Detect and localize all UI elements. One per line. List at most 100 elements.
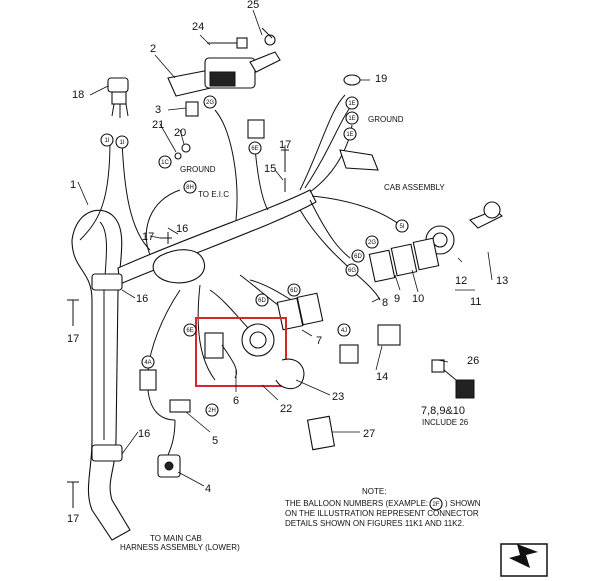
- note-line2: ON THE ILLUSTRATION REPRESENT CONNECTOR: [285, 509, 479, 518]
- label-25: 25: [247, 0, 259, 11]
- balloon-6d-c: 6D: [255, 293, 269, 307]
- note-line1-post: ) SHOWN: [445, 499, 481, 508]
- cover-27: [306, 415, 336, 451]
- ignition-switch-6: [204, 323, 275, 379]
- highlight-box: [195, 317, 287, 387]
- relay-14: [339, 324, 401, 364]
- connector-3: [185, 101, 199, 117]
- balloon-1e-a: 1E: [345, 96, 359, 110]
- label-11: 11: [470, 296, 481, 308]
- label-10: 10: [412, 293, 424, 305]
- label-17-mid: 17: [67, 333, 79, 345]
- balloon-2g-b: 2G: [365, 235, 379, 249]
- svg-text:1I: 1I: [104, 138, 109, 144]
- note-line1-pre: THE BALLOON NUMBERS (EXAMPLE:: [285, 499, 428, 508]
- screw-17-upper: [281, 149, 289, 172]
- clip-25: [261, 27, 276, 46]
- svg-text:2F: 2F: [432, 502, 439, 508]
- label-to-main-cab-2: HARNESS ASSEMBLY (LOWER): [120, 543, 240, 552]
- label-1: 1: [70, 179, 76, 191]
- label-2: 2: [150, 43, 156, 55]
- connector-balloons: 1I 1I 1C 8H 2G 1E 1E 1E 6E 5I 2G 6D 6G 4…: [100, 95, 443, 511]
- main-harness-tube: [71, 189, 317, 541]
- balloon-1c: 1C: [158, 155, 172, 169]
- label-20: 20: [174, 127, 186, 139]
- key-switch: [425, 201, 503, 255]
- balloon-2f: 2F: [429, 497, 443, 511]
- next-page-icon[interactable]: [500, 543, 548, 577]
- label-16-mid: 16: [136, 293, 148, 305]
- clip-16-a: [91, 273, 123, 291]
- label-17-bottom: 17: [67, 513, 79, 525]
- screw-17-mid: [67, 299, 79, 326]
- label-7-8-9-10: 7,8,9&10: [421, 405, 465, 417]
- balloon-1i-b: 1I: [115, 135, 129, 149]
- label-17-left: 17: [142, 231, 154, 243]
- label-cab-assembly: CAB ASSEMBLY: [384, 183, 445, 192]
- svg-text:6E: 6E: [251, 146, 258, 152]
- connector-4a: [139, 369, 157, 391]
- svg-text:2G: 2G: [368, 240, 376, 246]
- label-26: 26: [467, 355, 479, 367]
- connector-5: [169, 399, 191, 413]
- svg-text:2H: 2H: [208, 408, 216, 414]
- label-9: 9: [394, 293, 400, 305]
- connector-4: [157, 454, 181, 478]
- svg-text:1E: 1E: [348, 116, 355, 122]
- svg-text:6D: 6D: [290, 288, 298, 294]
- balloon-4j: 4J: [337, 323, 351, 337]
- ground-screw-20: [181, 143, 191, 153]
- svg-text:6D: 6D: [354, 254, 362, 260]
- svg-text:6E: 6E: [186, 328, 193, 334]
- label-13: 13: [496, 275, 508, 287]
- label-ground-top: GROUND: [368, 115, 404, 124]
- balloon-6e-b: 6E: [183, 323, 197, 337]
- balloon-2h: 2H: [205, 403, 219, 417]
- balloon-6d: 6D: [351, 249, 365, 263]
- multifunction-switch: [167, 51, 281, 97]
- label-21: 21: [152, 119, 164, 131]
- balloon-1e-c: 1E: [343, 127, 357, 141]
- note-title: NOTE:: [362, 487, 386, 496]
- relay-top: [247, 119, 265, 139]
- label-27: 27: [363, 428, 375, 440]
- svg-text:1C: 1C: [161, 160, 169, 166]
- part-number-labels: 25 24 2 18 19 3 21 20 17 15 1 16 17 16 1…: [67, 0, 508, 525]
- text-labels: GROUND GROUND TO E.I.C CAB ASSEMBLY INCL…: [120, 115, 469, 552]
- svg-text:4A: 4A: [144, 360, 151, 366]
- balloon-6e: 6E: [248, 141, 262, 155]
- label-ground-left: GROUND: [180, 165, 216, 174]
- svg-text:1I: 1I: [119, 140, 124, 146]
- label-14: 14: [376, 371, 388, 383]
- label-19: 19: [375, 73, 387, 85]
- label-8: 8: [382, 297, 388, 309]
- svg-text:1E: 1E: [346, 132, 353, 138]
- label-15: 15: [264, 163, 276, 175]
- svg-text:6D: 6D: [258, 298, 266, 304]
- inset-switch: [431, 359, 475, 399]
- leader-lines: [77, 9, 493, 487]
- svg-text:8H: 8H: [186, 185, 194, 191]
- balloon-1e-b: 1E: [345, 111, 359, 125]
- label-to-main-cab-1: TO MAIN CAB: [150, 534, 202, 543]
- label-include-26: INCLUDE 26: [422, 418, 469, 427]
- label-5: 5: [212, 435, 218, 447]
- label-22: 22: [280, 403, 292, 415]
- balloon-8h: 8H: [183, 180, 197, 194]
- note-block: NOTE: THE BALLOON NUMBERS (EXAMPLE: ) SH…: [285, 487, 481, 528]
- svg-text:6G: 6G: [348, 268, 356, 274]
- clip-16-b: [91, 444, 123, 462]
- screw-17-left: [160, 232, 172, 244]
- screw-24: [207, 37, 248, 49]
- svg-text:2G: 2G: [206, 100, 214, 106]
- label-18: 18: [72, 89, 84, 101]
- label-6: 6: [233, 395, 239, 407]
- label-4: 4: [205, 483, 211, 495]
- screw-17-bottom: [67, 481, 79, 508]
- label-12: 12: [455, 275, 467, 287]
- rotary-switch-18: [107, 77, 129, 118]
- svg-text:4J: 4J: [341, 328, 347, 334]
- svg-text:1E: 1E: [348, 101, 355, 107]
- grommet-19: [343, 74, 361, 86]
